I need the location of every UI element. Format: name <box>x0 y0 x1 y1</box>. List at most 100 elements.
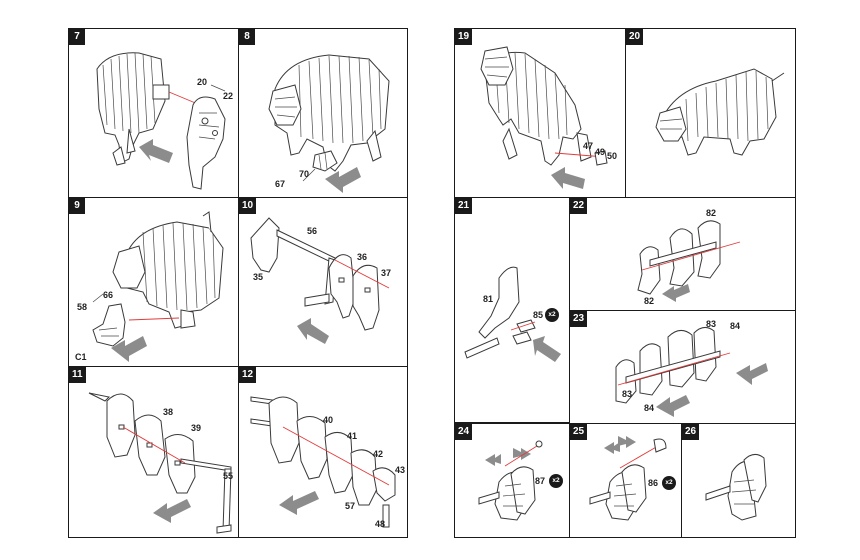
quantity-badge: x2 <box>545 308 559 322</box>
step-number-badge: 20 <box>626 29 644 45</box>
step-24-illustration <box>478 440 543 521</box>
step-9-illustration <box>92 211 224 362</box>
head-part-piece <box>186 96 226 190</box>
step-19-panel: 19 47 49 50 <box>454 28 626 198</box>
direction-arrow <box>485 454 501 466</box>
step-22-panel: 22 82 82 <box>569 197 796 311</box>
direction-arrow <box>325 167 361 193</box>
tiger-assembly <box>112 211 224 329</box>
leg-unit-complete <box>705 454 767 521</box>
part-label: 22 <box>223 91 234 101</box>
part-label: 83 <box>622 389 633 399</box>
direction-arrow <box>111 336 147 362</box>
leg-frame <box>615 327 721 404</box>
part-label: 43 <box>395 465 406 475</box>
step-26-illustration <box>705 454 767 521</box>
part-label: 70 <box>299 169 310 179</box>
step-number-badge: 11 <box>69 367 86 383</box>
part-label: 58 <box>77 302 88 312</box>
step-7-illustration <box>96 52 226 190</box>
step-26-panel: 26 <box>681 423 796 538</box>
paw-piece <box>312 150 338 172</box>
step-25-illustration <box>589 436 667 521</box>
step-12-panel: 12 40 41 42 43 57 48 <box>238 366 408 538</box>
part-label: 48 <box>375 519 386 529</box>
step-21-illustration <box>464 266 561 362</box>
step-10-illustration <box>250 217 390 344</box>
rib-pieces <box>88 392 232 534</box>
quantity-badge: x2 <box>662 476 676 490</box>
leg-piece <box>92 303 126 347</box>
step-11-illustration <box>88 392 232 534</box>
part-label: 50 <box>607 151 618 161</box>
part-label: 83 <box>706 319 717 329</box>
part-label: 40 <box>323 415 334 425</box>
leg-unit <box>589 464 647 521</box>
step-number-badge: 21 <box>455 198 473 214</box>
tiger-assembly <box>480 46 592 166</box>
leg-unit <box>478 466 536 521</box>
part-label: 47 <box>583 141 594 151</box>
step-11-panel: 11 38 39 55 <box>68 366 239 538</box>
part-label: 38 <box>163 407 174 417</box>
part-label: C1 <box>75 352 87 362</box>
part-label: 85 <box>533 310 544 320</box>
leg-assembly <box>464 266 536 359</box>
step-number-badge: 22 <box>570 198 588 214</box>
step-8-illustration <box>268 54 390 193</box>
step-23-illustration <box>615 327 768 417</box>
part-label: 82 <box>706 208 717 218</box>
part-label: 57 <box>345 501 356 511</box>
part-label: 66 <box>103 290 114 300</box>
part-label: 36 <box>357 252 368 262</box>
step-number-badge: 9 <box>69 198 85 214</box>
part-label: 81 <box>483 294 494 304</box>
step-23-panel: 23 83 84 83 84 <box>569 310 796 424</box>
part-label: 56 <box>307 226 318 236</box>
step-number-badge: 25 <box>570 424 588 440</box>
step-10-panel: 10 56 35 36 37 <box>238 197 408 367</box>
part-label: 87 <box>535 476 546 486</box>
step-22-illustration <box>637 220 741 302</box>
step-number-badge: 23 <box>570 311 588 327</box>
part-label: 37 <box>381 268 392 278</box>
direction-arrow <box>153 499 191 523</box>
step-8-panel: 8 70 67 <box>238 28 408 198</box>
direction-arrow <box>139 139 173 163</box>
part-label: 84 <box>644 403 655 413</box>
part-label: 41 <box>347 431 358 441</box>
step-number-badge: 12 <box>239 367 257 383</box>
step-number-badge: 19 <box>455 29 473 45</box>
direction-arrow <box>551 167 585 189</box>
completed-tiger <box>655 68 785 156</box>
part-label: 39 <box>191 423 202 433</box>
step-12-illustration <box>250 396 396 528</box>
step-25-panel: 25 86 x2 <box>569 423 682 538</box>
frame-pieces <box>250 217 380 331</box>
step-number-badge: 8 <box>239 29 255 45</box>
leg-frame <box>637 220 721 295</box>
step-20-panel: 20 <box>625 28 796 198</box>
tiger-assembly <box>268 54 390 172</box>
direction-arrow <box>604 442 620 454</box>
step-number-badge: 7 <box>69 29 85 45</box>
direction-arrow <box>513 448 531 460</box>
step-24-panel: 24 87 x2 <box>454 423 570 538</box>
step-7-panel: 7 20 22 <box>68 28 239 198</box>
direction-arrow <box>297 318 329 344</box>
direction-arrow <box>618 436 636 448</box>
part-label: 20 <box>197 77 208 87</box>
part-label: 35 <box>253 272 264 282</box>
part-label: 86 <box>648 478 659 488</box>
tiger-body-rear <box>96 52 170 166</box>
direction-arrow <box>662 284 690 302</box>
part-label: 55 <box>223 471 234 481</box>
rib-pieces <box>250 396 396 528</box>
direction-arrow <box>279 491 319 515</box>
step-20-illustration <box>655 68 785 156</box>
direction-arrow <box>533 336 561 362</box>
direction-arrow <box>736 363 768 385</box>
step-19-illustration <box>480 46 608 189</box>
quantity-badge: x2 <box>549 474 563 488</box>
part-label: 42 <box>373 449 384 459</box>
